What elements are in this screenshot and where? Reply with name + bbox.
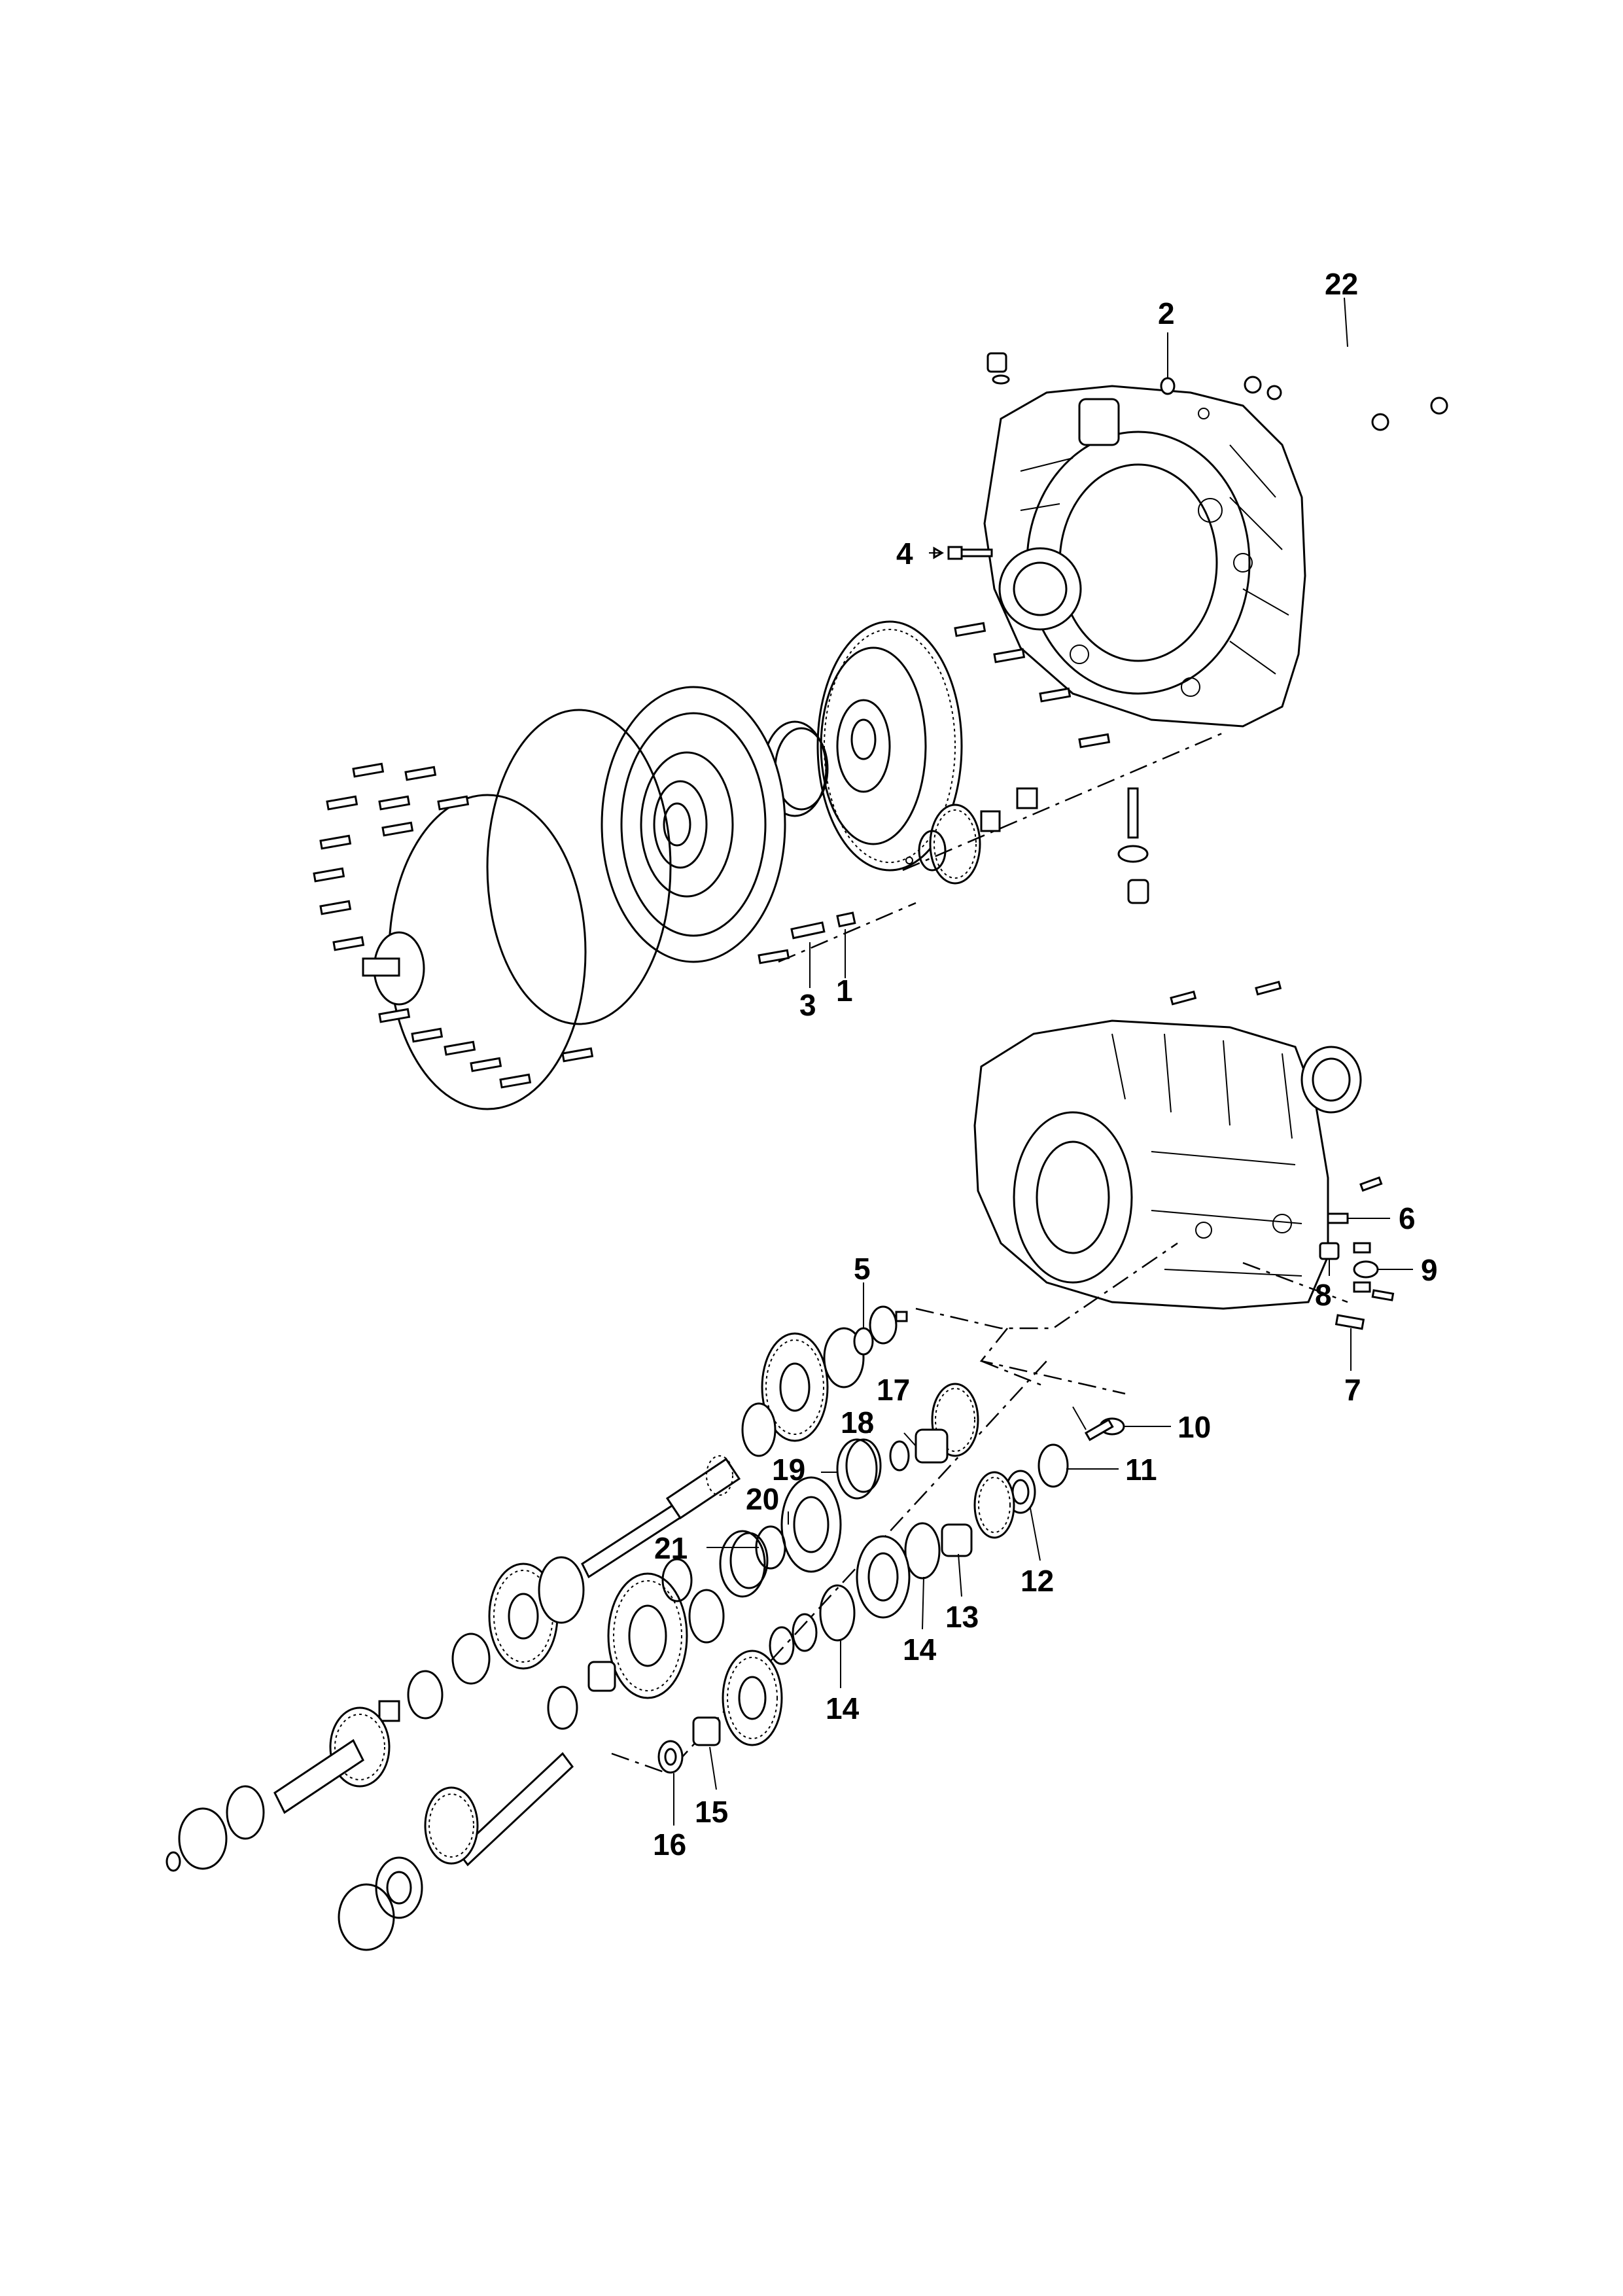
torque-converter bbox=[601, 686, 786, 963]
callout-7: 7 bbox=[1344, 1373, 1361, 1407]
callout-10: 10 bbox=[1178, 1410, 1211, 1444]
callout-16: 16 bbox=[653, 1828, 686, 1862]
callout-13: 13 bbox=[945, 1600, 979, 1634]
housing-bolts bbox=[313, 622, 1282, 1089]
circlip-11 bbox=[1038, 1443, 1069, 1488]
callout-5: 5 bbox=[854, 1252, 871, 1286]
plug-9 bbox=[1353, 1242, 1413, 1301]
gear-pair-upper bbox=[741, 1327, 865, 1457]
leader-lines bbox=[673, 1406, 1171, 1826]
callout-9: 9 bbox=[1421, 1253, 1438, 1287]
callout-1: 1 bbox=[836, 974, 853, 1008]
callout-19: 19 bbox=[772, 1453, 805, 1487]
gear-cluster-lower bbox=[547, 1558, 725, 1730]
callout-2: 2 bbox=[1158, 296, 1175, 330]
sleeve-8 bbox=[1319, 1242, 1340, 1276]
callout-11: 11 bbox=[1125, 1453, 1157, 1487]
callout-21: 21 bbox=[654, 1531, 688, 1565]
callout-17: 17 bbox=[877, 1373, 910, 1407]
dipstick-tube bbox=[1117, 787, 1149, 904]
synchro-17-19 bbox=[836, 1383, 979, 1500]
output-shaft bbox=[338, 1752, 574, 1951]
oil-pipe bbox=[1244, 297, 1448, 431]
countershaft-upper-left bbox=[166, 1556, 585, 1872]
callout-22: 22 bbox=[1325, 267, 1358, 301]
bolt-10 bbox=[1084, 1417, 1125, 1441]
sleeve-13 bbox=[941, 1523, 973, 1557]
sleeve-1 bbox=[836, 911, 856, 978]
snap-ring-5 bbox=[853, 1282, 874, 1356]
gear-15-16 bbox=[657, 1650, 783, 1774]
pump-hub bbox=[362, 931, 425, 1006]
callout-14a: 14 bbox=[903, 1633, 937, 1667]
gear-20-21 bbox=[719, 1476, 842, 1598]
callout-18: 18 bbox=[841, 1405, 874, 1439]
callout-14b: 14 bbox=[826, 1691, 860, 1725]
clutch-housing bbox=[983, 385, 1306, 728]
synchro-ring-14b bbox=[769, 1584, 856, 1665]
input-shaft bbox=[581, 1455, 741, 1579]
seal-ring-2 bbox=[1160, 332, 1176, 395]
pin-6 bbox=[1327, 1176, 1390, 1224]
output-seal bbox=[1300, 1046, 1362, 1114]
gearbox-housing bbox=[973, 1019, 1329, 1310]
callout-6: 6 bbox=[1399, 1201, 1416, 1235]
callout-20: 20 bbox=[746, 1482, 779, 1516]
plug-screw bbox=[986, 352, 1010, 385]
bearing-12 bbox=[973, 1470, 1036, 1539]
synchro-ring-14a bbox=[856, 1522, 941, 1619]
drive-plate-gear bbox=[816, 620, 963, 872]
callout-8: 8 bbox=[1315, 1278, 1332, 1312]
bolt-4 bbox=[929, 546, 993, 560]
pin-7 bbox=[1335, 1314, 1365, 1371]
callout-12: 12 bbox=[1021, 1564, 1054, 1598]
callout-3: 3 bbox=[799, 988, 816, 1022]
callout-4: 4 bbox=[896, 537, 913, 571]
intermediate-gear bbox=[905, 787, 1038, 885]
bolt-3 bbox=[790, 921, 826, 988]
callout-15: 15 bbox=[695, 1795, 728, 1829]
